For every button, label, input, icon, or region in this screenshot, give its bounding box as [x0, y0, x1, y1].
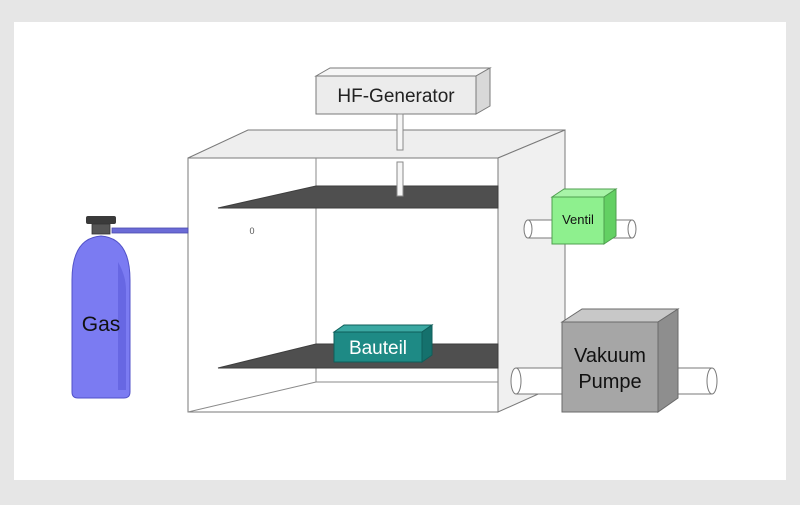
pump-pipe-right-end — [706, 367, 718, 395]
hf-generator-top — [314, 67, 492, 77]
ventil-label: Ventil — [562, 212, 594, 227]
vakuum-pumpe: Vakuum Pumpe — [510, 308, 718, 413]
hf-generator-front — [315, 75, 477, 115]
vakuum-label-line2: Pumpe — [578, 371, 641, 393]
ventil-box-front — [551, 196, 605, 245]
hf-generator-side — [475, 67, 491, 115]
gas-cylinder-body — [71, 235, 131, 399]
gas-pipe — [111, 227, 189, 234]
chamber-floor-edge — [187, 381, 317, 413]
hf-feed-rod-lower — [396, 161, 404, 197]
bauteil-part: Bauteil — [332, 324, 434, 363]
hf-generator-label: HF-Generator — [337, 86, 455, 107]
pump-box-front — [561, 321, 659, 413]
small-marker-label: 0 — [249, 226, 254, 236]
vakuum-label-line1: Vakuum — [574, 345, 646, 367]
ventil-pipe-right-end — [627, 219, 637, 239]
gas-cylinder-cap-handle — [86, 216, 116, 224]
ventil-box-side — [603, 188, 617, 245]
hf-feed-rod-upper — [396, 113, 404, 151]
gas-label: Gas — [82, 313, 121, 336]
gas-cylinder-shade — [118, 262, 126, 390]
pump-pipe-left-end — [510, 367, 522, 395]
bauteil-label: Bauteil — [349, 338, 407, 359]
vacuum-chamber — [187, 129, 566, 413]
gas-cylinder: Gas — [71, 216, 189, 399]
pump-box-side — [657, 308, 679, 413]
hf-generator: HF-Generator — [314, 67, 492, 115]
gas-cylinder-valve — [91, 223, 111, 235]
ventil-pipe-left-end — [523, 219, 533, 239]
ventil-valve: Ventil — [523, 188, 637, 245]
bauteil-top — [332, 324, 434, 333]
bauteil-front — [333, 331, 423, 363]
bauteil-side — [421, 324, 433, 363]
upper-electrode — [217, 185, 499, 209]
